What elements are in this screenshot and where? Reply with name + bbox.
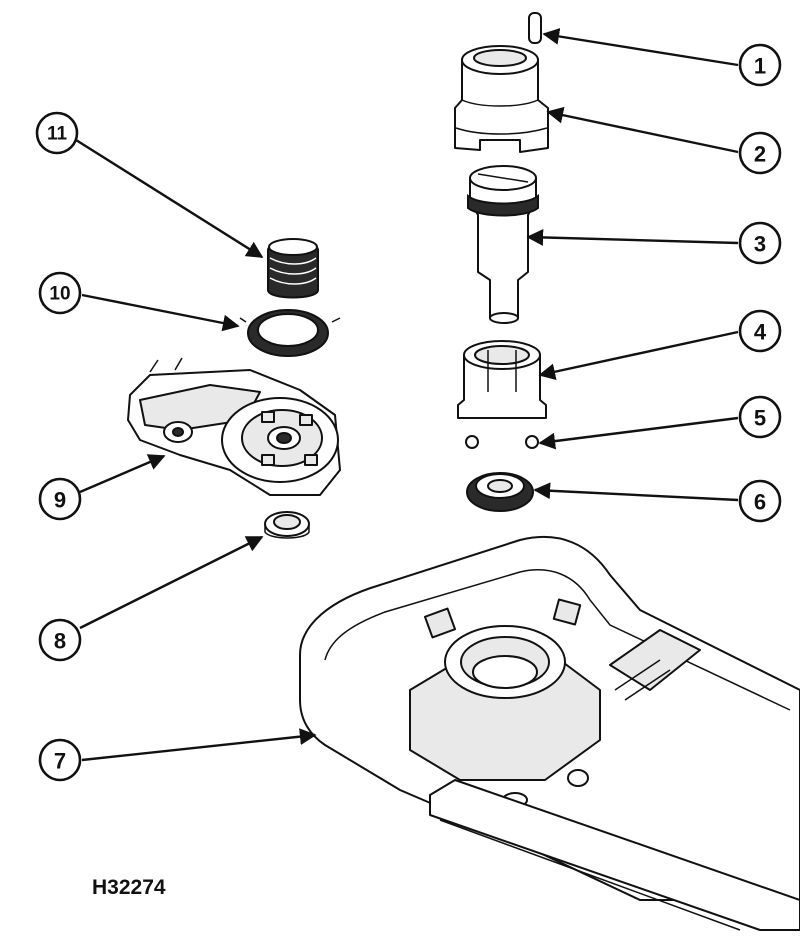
callout-label: 2 — [754, 142, 766, 167]
callout-label: 3 — [754, 232, 766, 257]
callout-7: 7 — [38, 738, 82, 782]
part-spring-seat-6 — [466, 472, 534, 512]
leader-7 — [81, 728, 317, 762]
leader-10 — [81, 293, 240, 332]
leader-6 — [533, 482, 739, 502]
callout-10: 10 — [38, 271, 82, 315]
callout-label: 8 — [54, 629, 66, 654]
part-body-9 — [127, 357, 341, 496]
callout-6: 6 — [738, 479, 782, 523]
callout-label: 9 — [54, 488, 66, 513]
callout-8: 8 — [38, 618, 82, 662]
leader-4 — [538, 330, 739, 380]
callout-2: 2 — [738, 131, 782, 175]
callout-label: 11 — [47, 124, 68, 145]
part-spring-11 — [267, 238, 319, 299]
part-housing-7 — [299, 535, 800, 931]
part-balls-5 — [465, 435, 539, 449]
leader-11 — [75, 138, 264, 259]
part-sleeve-4 — [457, 340, 547, 419]
callout-label: 7 — [54, 749, 66, 774]
leader-2 — [546, 106, 739, 154]
part-shaft-3 — [467, 165, 539, 324]
figure-id: H32274 — [92, 876, 166, 899]
leader-3 — [526, 229, 739, 246]
callout-label: 10 — [49, 284, 70, 305]
callout-label: 4 — [754, 320, 767, 345]
part-pin-1 — [528, 12, 542, 44]
callout-11: 11 — [35, 111, 79, 155]
part-sleeve-2 — [454, 45, 549, 153]
callout-label: 1 — [754, 54, 766, 79]
leader-9 — [79, 454, 166, 494]
callout-1: 1 — [738, 43, 782, 87]
callout-label: 6 — [754, 490, 766, 515]
callout-5: 5 — [738, 395, 782, 439]
callout-4: 4 — [738, 309, 782, 353]
callout-3: 3 — [738, 221, 782, 265]
callout-label: 5 — [754, 406, 766, 431]
leader-8 — [79, 535, 264, 630]
part-seal-8 — [264, 511, 310, 539]
leader-1 — [542, 28, 739, 67]
part-ring-10 — [239, 309, 341, 357]
callout-9: 9 — [38, 477, 82, 521]
leader-5 — [538, 416, 739, 450]
